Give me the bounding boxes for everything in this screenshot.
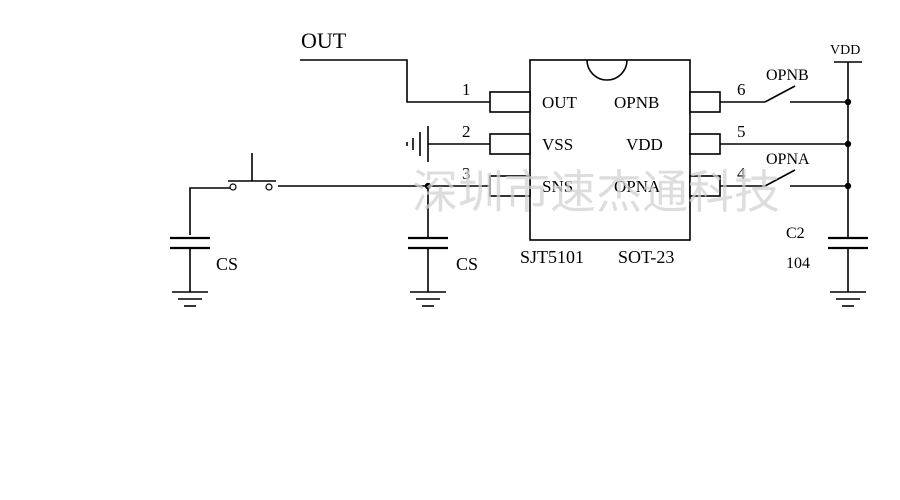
c2-capacitor: C2 104 <box>786 225 868 307</box>
pin-5-name: VDD <box>626 135 663 154</box>
chip-notch <box>586 59 628 81</box>
touch-push-button <box>189 153 276 235</box>
c2-value-label: 104 <box>786 255 810 272</box>
pin-5-number: 5 <box>737 122 746 141</box>
pin-6-name: OPNB <box>614 93 659 112</box>
cs-mid-label: CS <box>456 254 478 274</box>
vss-ground-symbol <box>406 126 490 162</box>
opna-switch: OPNA <box>720 151 848 187</box>
pin-1-number: 1 <box>462 80 471 99</box>
pin-6-number: 6 <box>737 80 746 99</box>
pin-1-name: OUT <box>542 93 578 112</box>
pin-4-number: 4 <box>737 164 746 183</box>
opnb-switch: OPNB <box>720 67 848 103</box>
package-label: SOT-23 <box>618 247 674 267</box>
pin-6-pad <box>689 91 721 113</box>
out-net: OUT <box>300 28 490 103</box>
opna-label: OPNA <box>766 151 810 168</box>
pin-2-pad <box>489 133 531 155</box>
pin-5-pad <box>689 133 721 155</box>
pin-3-number: 3 <box>462 164 471 183</box>
cs-left-capacitor: CS <box>170 236 238 307</box>
opnb-label: OPNB <box>766 67 809 84</box>
out-net-label: OUT <box>301 28 347 53</box>
chip-body <box>529 59 691 241</box>
cs-left-label: CS <box>216 254 238 274</box>
pin-2-number: 2 <box>462 122 471 141</box>
c2-name-label: C2 <box>786 225 805 242</box>
watermark-text: 深圳市速杰通科技 <box>412 165 780 219</box>
vdd-label: VDD <box>830 43 860 58</box>
pin-1-pad <box>489 91 531 113</box>
pin-3-name: SNS <box>542 177 573 196</box>
cs-mid-capacitor: CS <box>408 186 478 307</box>
pin-4-name: OPNA <box>614 177 661 196</box>
vdd-rail: VDD <box>720 43 862 238</box>
ic-chip: 1 2 3 6 5 4 OUT VSS SNS OPNB VDD OPNA SJ… <box>462 59 746 267</box>
pin-2-name: VSS <box>542 135 573 154</box>
part-name-label: SJT5101 <box>520 247 584 267</box>
